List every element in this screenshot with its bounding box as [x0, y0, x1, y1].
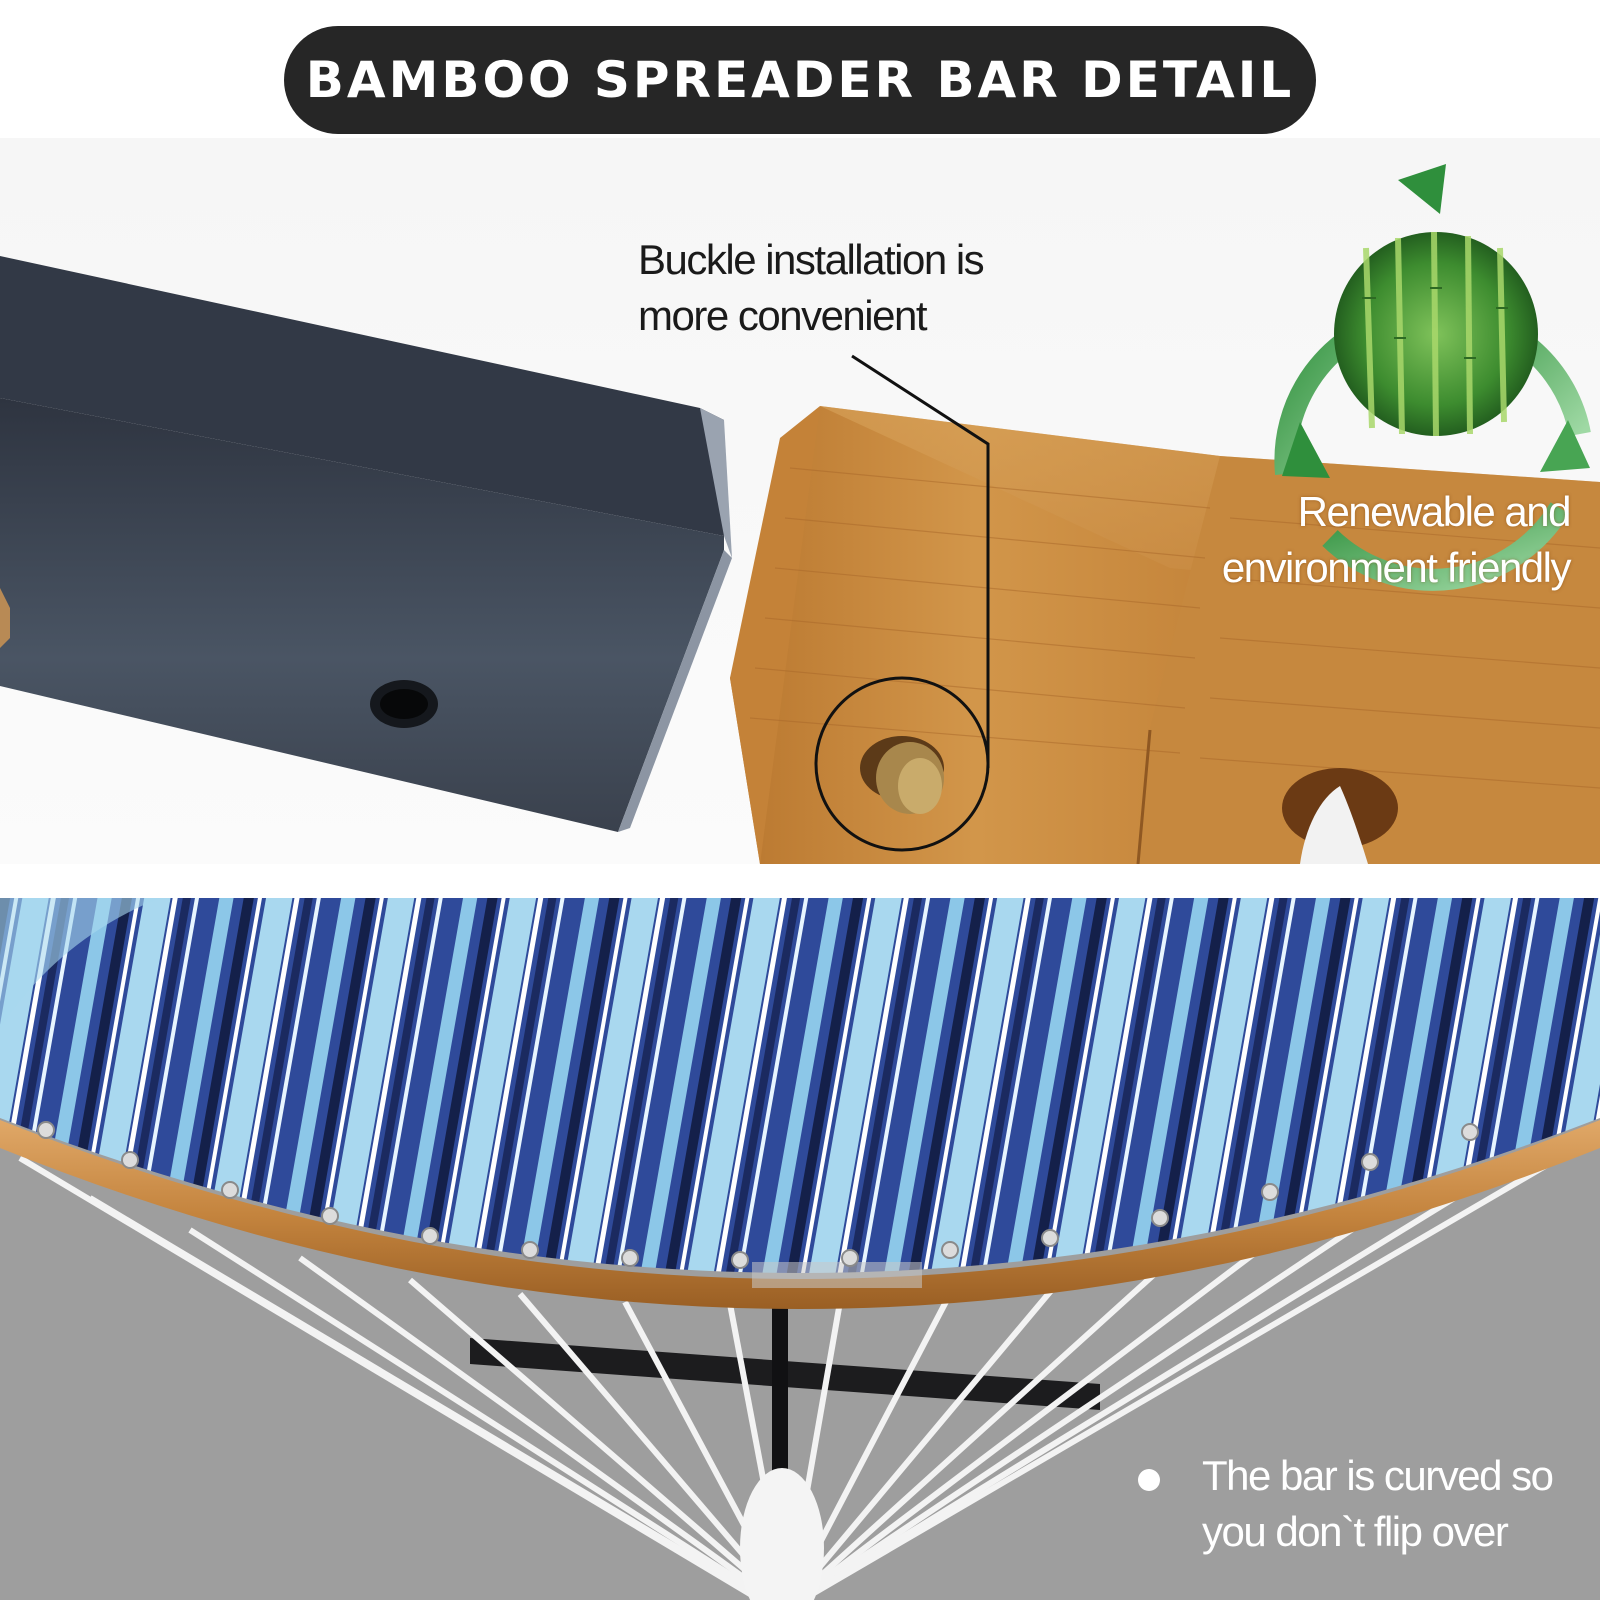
buckle-callout-line-2: more convenient [638, 292, 928, 339]
curved-callout-text: The bar is curved so you don`t flip over [1202, 1448, 1554, 1560]
title-banner: BAMBOO SPREADER BAR DETAIL [284, 26, 1316, 134]
suspension-ropes [18, 1131, 1600, 1600]
renewable-callout-line-2: environment friendly [1221, 544, 1572, 591]
bullet-dot-icon [1138, 1469, 1160, 1491]
curved-callout-line-1: The bar is curved so [1202, 1452, 1554, 1499]
fabric-grommets [37, 1121, 1479, 1269]
renewable-callout-line-1: Renewable and [1297, 488, 1572, 535]
buckle-callout-line-1: Buckle installation is [638, 236, 985, 283]
bar-joint-illustration [0, 164, 1600, 864]
buckle-callout-marker [814, 354, 990, 852]
bamboo-forest-badge [1334, 231, 1538, 437]
metal-tube [0, 256, 732, 832]
center-bracket [752, 1262, 922, 1288]
spreader-bar-detail-photo: Buckle installation is more convenient R… [0, 138, 1600, 864]
page-title: BAMBOO SPREADER BAR DETAIL [305, 51, 1295, 109]
curved-bar-hammock-photo: The bar is curved so you don`t flip over [0, 898, 1600, 1600]
striped-hammock-fabric [0, 898, 1600, 1273]
rope-knot [740, 1468, 824, 1600]
renewable-callout-text: Renewable and environment friendly [1221, 484, 1572, 596]
buckle-callout-text: Buckle installation is more convenient [638, 232, 985, 344]
hammock-illustration [0, 898, 1600, 1600]
bamboo-bar [730, 406, 1600, 864]
curved-bamboo-spreader-bar [0, 1120, 1600, 1309]
curved-callout-line-2: you don`t flip over [1202, 1508, 1509, 1555]
